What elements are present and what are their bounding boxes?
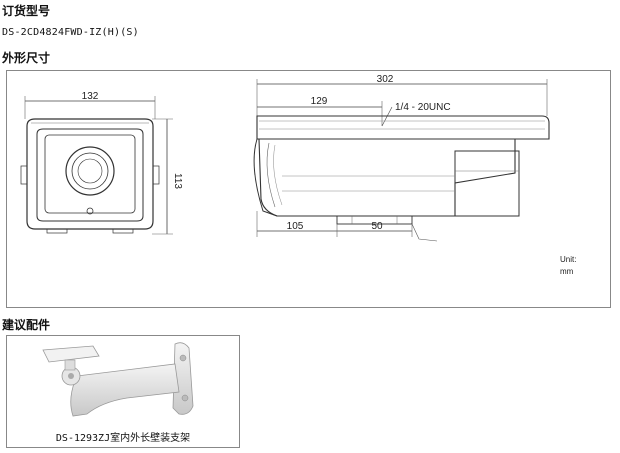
thread-label: 1/4 - 20UNC — [395, 102, 451, 113]
accessory-title: 建议配件 — [2, 318, 51, 332]
bottom-offset-label: 105 — [287, 221, 304, 232]
dimension-drawing-panel: 132 113 — [6, 70, 611, 308]
side-length-label: 302 — [377, 74, 394, 85]
mount-offset-label: 129 — [311, 96, 328, 107]
front-height-label: 113 — [172, 173, 183, 189]
wall-bracket-image — [42, 342, 194, 417]
bottom-width-label: 50 — [371, 221, 383, 232]
front-view — [20, 96, 173, 235]
dimension-drawing: 132 113 — [20, 74, 550, 242]
unit-value: mm — [560, 267, 574, 276]
side-view — [253, 79, 550, 242]
model-number: DS-2CD4824FWD-IZ(H)(S) — [2, 27, 139, 38]
unit-label: Unit: — [560, 255, 577, 264]
front-width-label: 132 — [82, 91, 99, 102]
order-model-title: 订货型号 — [2, 4, 51, 18]
accessory-caption: DS-1293ZJ室内外长壁装支架 — [55, 433, 191, 444]
dimensions-title: 外形尺寸 — [2, 51, 51, 65]
accessory-panel: DS-1293ZJ室内外长壁装支架 — [6, 335, 240, 448]
